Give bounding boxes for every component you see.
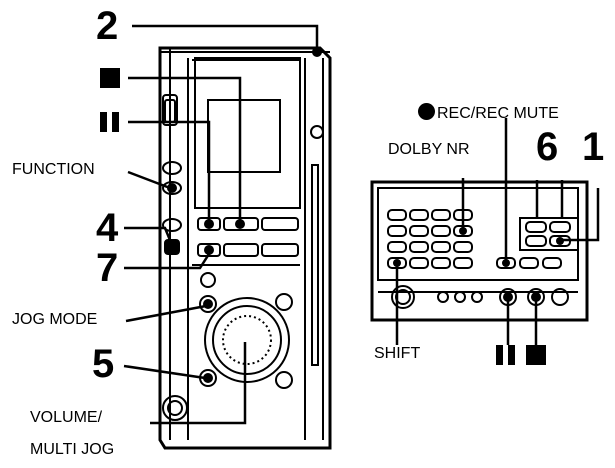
- callout-7: 7: [96, 246, 119, 290]
- function-label: FUNCTION: [12, 161, 95, 178]
- sub-unit: [370, 180, 589, 322]
- rec-mute-label: REC/REC MUTE: [418, 103, 559, 122]
- pause-symbol-icon: [100, 112, 120, 132]
- callout-6: 6: [536, 125, 559, 169]
- multi-jog-label: MULTI JOG: [30, 441, 115, 458]
- sub-stop-symbol-icon: [526, 345, 546, 365]
- rec-mute-text: REC/REC MUTE: [437, 105, 559, 122]
- callout-2: 2: [96, 4, 119, 48]
- leader-lines: [123, 24, 600, 425]
- jog-mode-label: JOG MODE: [12, 311, 98, 328]
- callout-1: 1: [582, 125, 605, 169]
- volume-label: VOLUME/: [30, 409, 103, 426]
- record-dot-icon: [418, 103, 435, 120]
- dolby-nr-label: DOLBY NR: [388, 141, 470, 158]
- shift-label: SHIFT: [374, 345, 421, 362]
- callout-4: 4: [96, 206, 119, 250]
- callout-5: 5: [92, 342, 115, 386]
- sub-pause-symbol-icon: [496, 345, 516, 365]
- main-unit: [158, 46, 332, 450]
- stop-symbol-icon: [100, 68, 120, 88]
